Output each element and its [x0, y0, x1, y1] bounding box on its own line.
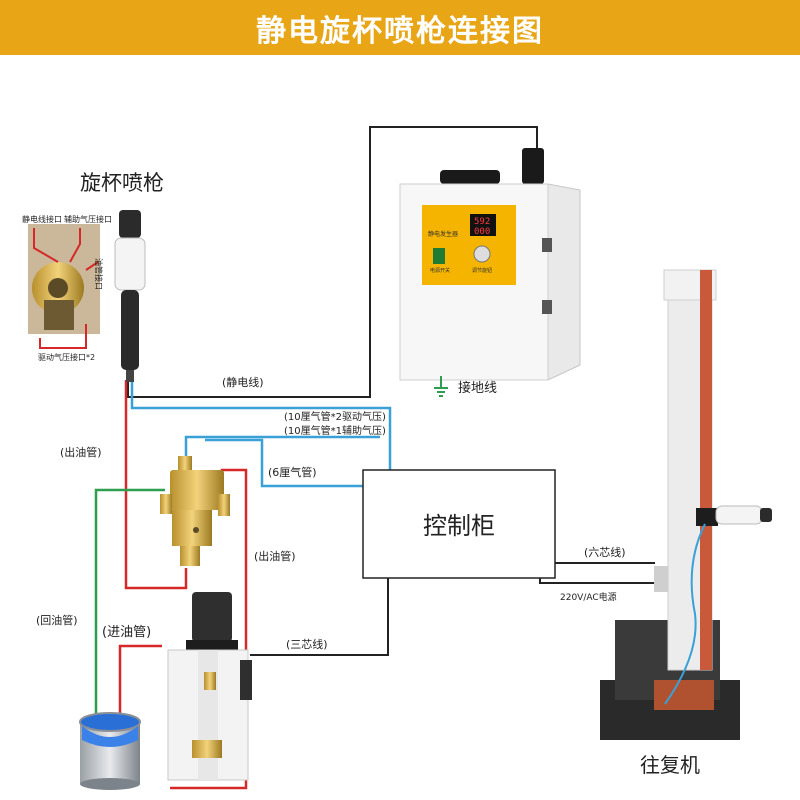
hose-aux-label: (10厘气管*1辅助气压)	[284, 424, 386, 437]
oil-valve-block	[160, 456, 230, 566]
electrostatic-generator: 592 000 静电发生器 电源开关 调节旋钮	[399, 148, 581, 381]
gun-port-photo	[28, 224, 100, 349]
static-wire-label: (静电线)	[222, 375, 264, 389]
oil-in-label: (进油管)	[102, 625, 151, 640]
oil-out-label-2: (出油管)	[254, 549, 296, 563]
reciprocator-machine	[600, 269, 772, 740]
port-drive-air-label: 驱动气压接口*2	[38, 352, 95, 362]
three-core-wire-line	[250, 578, 389, 656]
title-banner: 静电旋杯喷枪连接图	[0, 0, 800, 55]
page-title: 静电旋杯喷枪连接图	[256, 13, 544, 49]
power-label: 220V/AC电源	[560, 591, 617, 603]
paint-bucket	[79, 712, 141, 790]
ground-wire-label: 接地线	[458, 380, 497, 396]
oil-return-label: (回油管)	[36, 613, 78, 627]
control-cabinet-label: 控制柜	[423, 512, 495, 540]
gear-pump	[167, 592, 252, 781]
display-top: 592	[474, 217, 490, 227]
gun-title: 旋杯喷枪	[80, 171, 164, 195]
control-cabinet-box	[362, 469, 556, 579]
port-static-label: 静电线接口	[22, 214, 62, 224]
power-line	[539, 578, 655, 584]
port-oil-label: 油管接口	[94, 258, 104, 290]
oil-return-line	[94, 488, 165, 715]
hose-drive-label: (10厘气管*2驱动气压)	[284, 410, 386, 423]
display-bottom: 000	[474, 227, 490, 237]
power-switch-label: 电源开关	[430, 267, 450, 274]
port-aux-air-label: 辅助气压接口	[64, 214, 112, 224]
power-switch	[433, 248, 445, 264]
three-core-label: (三芯线)	[286, 637, 328, 651]
drive-air-hose-line	[130, 380, 392, 470]
rotary-cup-spray-gun	[114, 210, 146, 382]
oil-in-line	[118, 644, 162, 715]
hose-6mm-label: (6厘气管)	[268, 465, 317, 479]
six-core-label: (六芯线)	[584, 545, 626, 559]
6mm-air-hose-line	[205, 438, 365, 488]
panel-title: 静电发生器	[428, 230, 458, 238]
static-wire-line	[127, 126, 538, 398]
oil-out-line-1	[124, 380, 188, 590]
reciprocator-label: 往复机	[640, 753, 700, 777]
aux-air-hose-line	[184, 435, 380, 460]
oil-out-label-1: (出油管)	[60, 445, 102, 459]
ground-icon	[434, 376, 448, 397]
knob-label: 调节旋钮	[472, 267, 492, 274]
adjust-knob	[473, 245, 491, 263]
